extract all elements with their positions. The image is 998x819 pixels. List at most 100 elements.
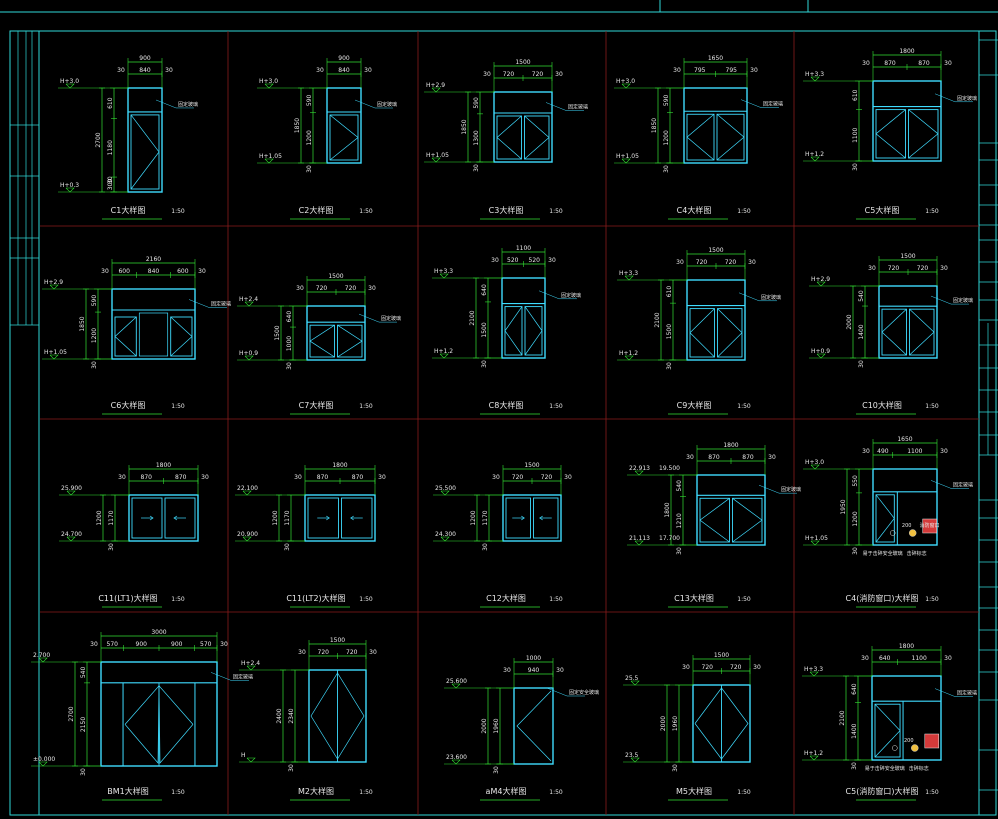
sub-height-label: 30 — [481, 360, 488, 368]
detail-title: C13大样图 — [674, 593, 714, 603]
level-triangle — [809, 755, 819, 761]
break-mark-dot — [908, 529, 917, 537]
overall-width-label: 1800 — [899, 48, 914, 55]
overall-height-label: 2400 — [276, 708, 283, 723]
glass-note: 固定玻璃 — [763, 101, 783, 108]
sub-width-label: 30 — [220, 641, 228, 648]
level-label: ±0.000 — [33, 756, 55, 763]
sub-width-label: 720 — [888, 265, 900, 272]
level-triangle — [816, 281, 826, 287]
sub-height-label: 610 — [666, 286, 673, 298]
level-triangle — [624, 355, 634, 361]
sub-width-label: 30 — [368, 285, 376, 292]
level-triangle — [810, 156, 820, 162]
overall-width-label: 1500 — [714, 652, 729, 659]
detail-title: M2大样图 — [298, 786, 334, 796]
sub-height-label: 2150 — [80, 717, 87, 732]
sub-height-label: 30 — [284, 543, 291, 551]
window-frame — [306, 305, 366, 361]
sub-height-label: 30 — [91, 361, 98, 369]
level-triangle — [65, 83, 75, 89]
level-label: H+2.4 — [241, 660, 260, 667]
sub-width-label: 30 — [491, 257, 499, 264]
detail-scale: 1:50 — [359, 403, 373, 410]
level-label: H+3.3 — [805, 71, 824, 78]
sub-width-label: 570 — [107, 641, 119, 648]
detail-title: C3大样图 — [489, 205, 524, 215]
level-label: 25.600 — [446, 678, 467, 685]
sub-width-label: 30 — [862, 448, 870, 455]
window-frame — [111, 288, 196, 360]
sub-width-label: 30 — [296, 285, 304, 292]
level-triangle — [630, 680, 640, 686]
opening-direction-line — [496, 115, 522, 160]
glass-note: 固定玻璃 — [957, 690, 977, 697]
sub-height-label: 30 — [663, 165, 670, 173]
sub-height-label: 2340 — [288, 708, 295, 723]
sub-width-label: 870 — [141, 474, 153, 481]
detail-scale: 1:50 — [359, 596, 373, 603]
level-triangle — [630, 757, 640, 763]
level-label: H+3.3 — [434, 268, 453, 275]
sliding-sash — [505, 497, 531, 539]
sub-width-label: 870 — [175, 474, 187, 481]
sub-width-label: 900 — [136, 641, 148, 648]
sub-width-label: 30 — [378, 474, 386, 481]
break-mark-dot — [911, 744, 919, 752]
overall-height-label: 1500 — [274, 325, 281, 340]
overall-height-label: 1850 — [461, 119, 468, 134]
level-label: H+1.2 — [805, 151, 824, 158]
overall-height-label: 2100 — [469, 310, 476, 325]
level-triangle — [65, 187, 75, 193]
opening-direction-line — [114, 316, 137, 357]
level-label: H+3.3 — [804, 666, 823, 673]
level-triangle — [431, 87, 441, 93]
overall-height-label: 1200 — [470, 510, 477, 525]
level-triangle — [816, 353, 826, 359]
glass-note: 固定玻璃 — [211, 301, 231, 308]
overall-width-label: 1500 — [328, 273, 343, 280]
sub-height-label: 1170 — [284, 510, 291, 525]
detail-title: C1大样图 — [111, 205, 146, 215]
detail-scale: 1:50 — [925, 403, 939, 410]
sub-width-label: 30 — [868, 265, 876, 272]
sub-width-label: 30 — [316, 67, 324, 74]
level-triangle — [810, 76, 820, 82]
level-label: 23.600 — [446, 754, 467, 761]
note-leader — [740, 99, 779, 108]
sliding-arrow-head — [539, 515, 543, 521]
overall-width-label: 1800 — [332, 462, 347, 469]
level-label: 17.700 — [659, 535, 680, 542]
level-triangle — [440, 490, 450, 496]
note-leader — [934, 688, 973, 697]
overall-width-label: 1800 — [723, 442, 738, 449]
detail-title: C9大样图 — [677, 400, 712, 410]
note-leader — [546, 687, 585, 697]
detail-scale: 1:50 — [359, 789, 373, 796]
level-label: H+1.2 — [434, 348, 453, 355]
sub-height-label: 30 — [666, 362, 673, 370]
sub-width-label: 900 — [171, 641, 183, 648]
sub-width-label: 30 — [673, 67, 681, 74]
overall-height-label: 2700 — [68, 706, 75, 721]
sub-width-label: 870 — [317, 474, 329, 481]
overall-height-label: 1850 — [651, 118, 658, 133]
window-frame — [683, 87, 748, 164]
sub-width-label: 490 — [877, 448, 889, 455]
sub-width-label: 30 — [750, 67, 758, 74]
level-triangle — [634, 470, 644, 476]
sub-width-label: 840 — [338, 67, 350, 74]
level-label: 23.5 — [625, 752, 639, 759]
detail-title: C5大样图 — [865, 205, 900, 215]
sub-width-label: 720 — [917, 265, 929, 272]
sub-height-label: 1400 — [858, 324, 865, 339]
level-triangle — [264, 83, 274, 89]
